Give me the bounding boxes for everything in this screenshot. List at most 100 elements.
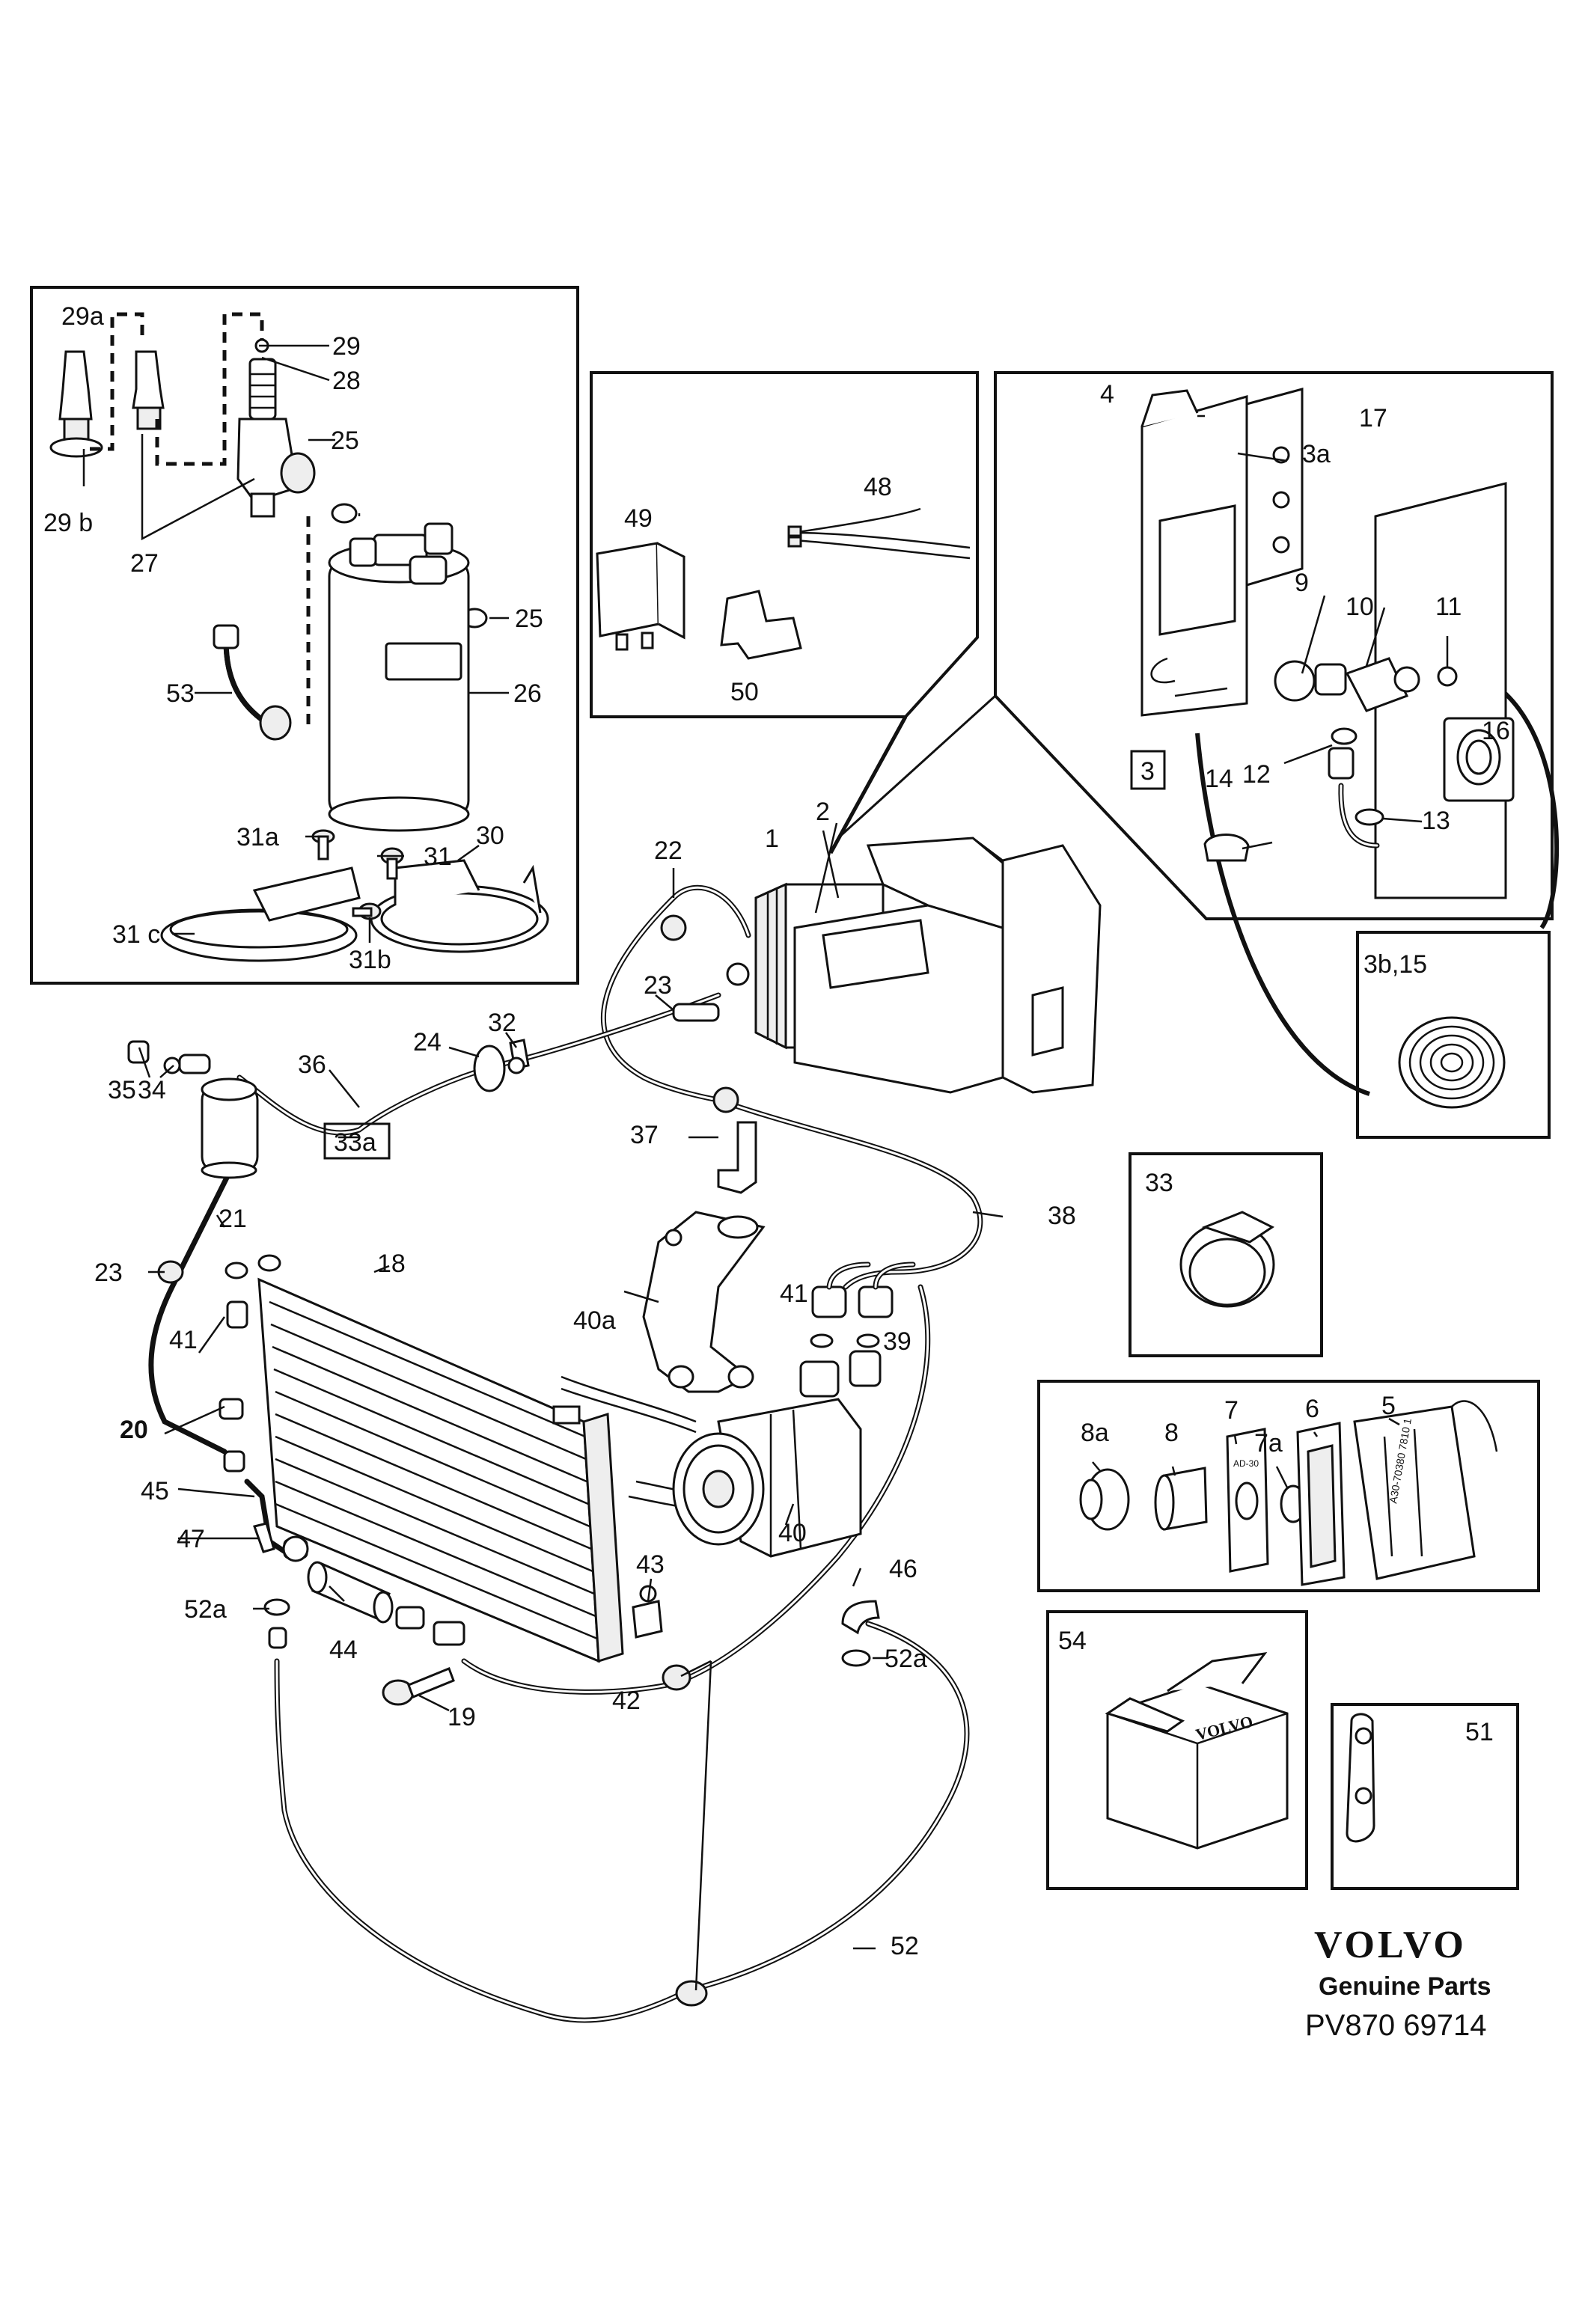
callout-16: 16 bbox=[1482, 717, 1510, 745]
clip-14 bbox=[1203, 834, 1250, 862]
cover-plate-4 bbox=[1140, 389, 1248, 717]
callout-26: 26 bbox=[513, 679, 542, 708]
callout-31c: 31 c bbox=[112, 920, 160, 949]
o-ring-25a bbox=[331, 503, 358, 524]
callout-22: 22 bbox=[654, 837, 682, 865]
valve-34 bbox=[163, 1054, 211, 1074]
plate-stamp: AD-30 bbox=[1233, 1458, 1259, 1469]
callout-25-side: 25 bbox=[515, 605, 543, 633]
leader-lines bbox=[138, 415, 1449, 1991]
clamp-inset-frame bbox=[1129, 1152, 1323, 1357]
clamp-24 bbox=[473, 1045, 506, 1092]
washer-11 bbox=[1437, 666, 1458, 687]
callout-45: 45 bbox=[141, 1477, 169, 1505]
fittings-41-39 bbox=[810, 1262, 916, 1348]
relay-holder-50 bbox=[720, 590, 802, 660]
callout-51: 51 bbox=[1465, 1718, 1494, 1746]
line-40a bbox=[561, 1375, 697, 1434]
fitting-23 bbox=[672, 962, 750, 1022]
callout-36: 36 bbox=[298, 1051, 326, 1079]
callout-3b15: 3b,15 bbox=[1363, 950, 1427, 979]
callout-32: 32 bbox=[488, 1009, 516, 1037]
receiver-drier-26 bbox=[328, 522, 470, 832]
box-inset-frame bbox=[1046, 1610, 1308, 1890]
wiring-48 bbox=[787, 507, 971, 560]
callout-34: 34 bbox=[138, 1076, 166, 1104]
callout-23-top: 23 bbox=[644, 971, 672, 1000]
hose-nodes bbox=[157, 914, 739, 2007]
callout-29a: 29a bbox=[61, 302, 104, 331]
o-ring-12 bbox=[1331, 727, 1358, 745]
callout-29b: 29 b bbox=[43, 509, 93, 537]
callout-39: 39 bbox=[883, 1327, 911, 1356]
pressure-valve-29a bbox=[49, 350, 103, 458]
callout-3-box bbox=[1130, 750, 1166, 790]
callout-27: 27 bbox=[130, 549, 159, 578]
callout-53: 53 bbox=[166, 679, 195, 708]
callout-7: 7 bbox=[1224, 1396, 1239, 1425]
callout-46: 46 bbox=[889, 1555, 917, 1583]
callout-31a: 31a bbox=[236, 823, 279, 851]
callout-49: 49 bbox=[624, 504, 653, 533]
callout-11: 11 bbox=[1435, 593, 1462, 621]
callout-41-left: 41 bbox=[169, 1326, 198, 1354]
callout-31b: 31b bbox=[349, 946, 391, 974]
volvo-logo: VOLVO bbox=[1314, 1924, 1467, 1966]
valve-cap-35 bbox=[127, 1040, 150, 1064]
callout-3a: 3a bbox=[1302, 440, 1331, 468]
callout-52a-left: 52a bbox=[184, 1595, 227, 1624]
receiver-drier-inset-frame bbox=[30, 286, 579, 985]
callout-52a-right: 52a bbox=[885, 1645, 927, 1673]
callout-38: 38 bbox=[1048, 1202, 1076, 1230]
condenser-18 bbox=[225, 1254, 624, 1663]
hose-52-inner bbox=[275, 1622, 968, 2022]
bracket-37 bbox=[717, 1121, 757, 1194]
bracket-51 bbox=[1346, 1713, 1375, 1843]
sensor-coil-16 bbox=[1443, 717, 1515, 802]
bracket-47 bbox=[253, 1522, 275, 1553]
callout-43: 43 bbox=[636, 1550, 665, 1579]
callout-17: 17 bbox=[1359, 404, 1387, 432]
diagram-code: PV870 69714 bbox=[1305, 2009, 1486, 2042]
callout-52: 52 bbox=[891, 1932, 919, 1960]
compressor-40 bbox=[672, 1350, 882, 1558]
callout-20: 20 bbox=[120, 1416, 148, 1444]
callout-42: 42 bbox=[612, 1687, 641, 1715]
pipe-21 bbox=[148, 1164, 235, 1455]
hose-46-inner bbox=[462, 1285, 929, 1693]
callout-24: 24 bbox=[413, 1028, 442, 1056]
screw-31a bbox=[311, 829, 335, 860]
receiver-33a bbox=[201, 1077, 259, 1179]
callout-37: 37 bbox=[630, 1121, 659, 1149]
evaporator-inset-frame bbox=[994, 371, 1554, 920]
callout-21: 21 bbox=[219, 1205, 247, 1233]
leader-evap-inset bbox=[837, 694, 997, 840]
hose-38 bbox=[715, 1097, 983, 1290]
fitting-52a-right bbox=[841, 1600, 880, 1667]
dashed-link-29a bbox=[90, 312, 264, 466]
bracket-30 bbox=[370, 859, 549, 953]
callout-7a: 7a bbox=[1254, 1429, 1283, 1458]
capillary-tube bbox=[1195, 679, 1560, 1096]
switch-inset-frame bbox=[1037, 1380, 1540, 1592]
in-line-drier-44 bbox=[307, 1561, 465, 1646]
switch-43 bbox=[632, 1585, 663, 1639]
callout-12: 12 bbox=[1242, 760, 1271, 789]
leader-relay-inset bbox=[828, 715, 908, 854]
callout-18: 18 bbox=[377, 1250, 406, 1278]
callout-30: 30 bbox=[476, 822, 504, 850]
hose-38-inner bbox=[717, 1098, 982, 1288]
hose-clamp-33 bbox=[1179, 1211, 1275, 1308]
callout-19: 19 bbox=[448, 1703, 476, 1731]
fitting-52a-left bbox=[263, 1598, 290, 1649]
callout-10: 10 bbox=[1346, 593, 1374, 621]
callout-33a: 33a bbox=[334, 1128, 376, 1157]
callout-35: 35 bbox=[108, 1076, 136, 1104]
screw-31b bbox=[352, 902, 382, 920]
callout-48: 48 bbox=[864, 473, 892, 501]
callout-14: 14 bbox=[1205, 765, 1233, 793]
callout-29: 29 bbox=[332, 332, 361, 361]
callout-40: 40 bbox=[778, 1519, 807, 1547]
bracket-40a bbox=[642, 1211, 766, 1393]
